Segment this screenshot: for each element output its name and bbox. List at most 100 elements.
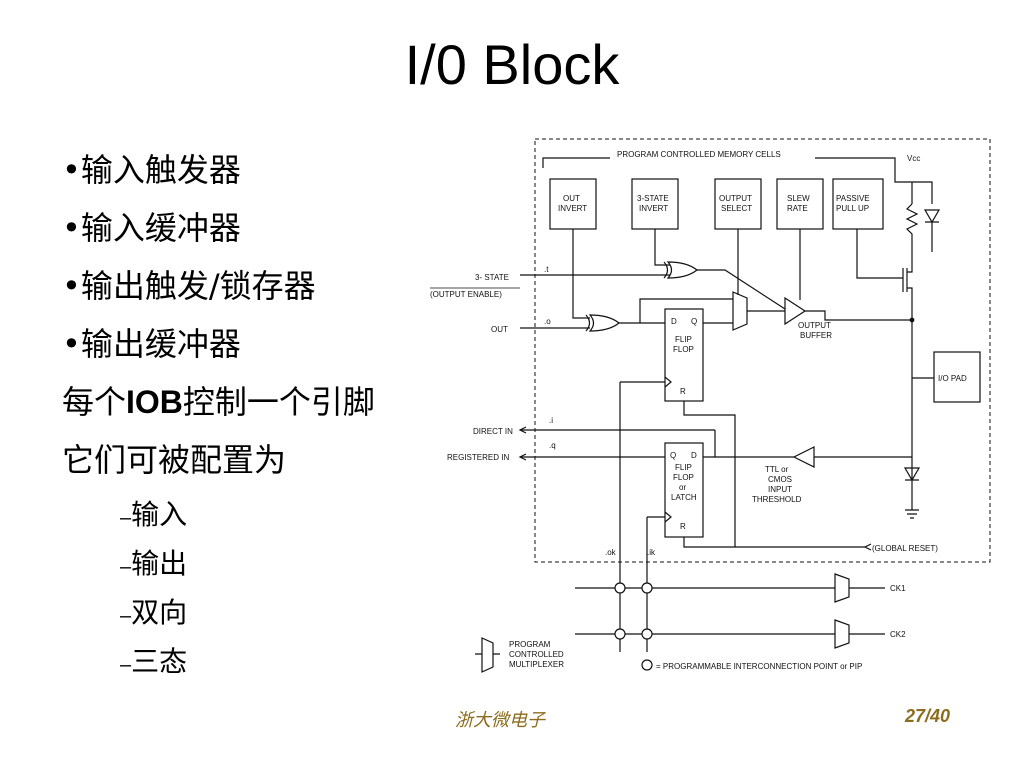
output-flip-flop: D Q FLIP FLOP R bbox=[664, 308, 704, 402]
registered-in-arrow bbox=[518, 453, 527, 461]
reset-wire-bottom bbox=[683, 537, 865, 548]
pip-ck1-ok bbox=[614, 582, 626, 594]
bullet-item: •输入缓冲器 bbox=[62, 209, 241, 247]
svg-text:R: R bbox=[680, 387, 686, 396]
svg-text:Q: Q bbox=[670, 451, 676, 460]
memory-cell-3state-invert: 3-STATE INVERT bbox=[631, 178, 679, 230]
svg-text:3-STATE: 3-STATE bbox=[637, 194, 669, 203]
input-flip-flop: Q D FLIP FLOP or LATCH R bbox=[664, 442, 704, 538]
pullup-resistor bbox=[905, 203, 919, 262]
ttl-label: TTL or bbox=[765, 465, 789, 474]
svg-text:FLOP: FLOP bbox=[673, 345, 694, 354]
signal-ok-label: .ok bbox=[605, 548, 617, 557]
signal-q-label: .q bbox=[549, 441, 556, 450]
io-pad: I/O PAD bbox=[933, 351, 981, 403]
memory-cell-slew-rate: SLEW RATE bbox=[776, 178, 824, 230]
pip-ck2-ok bbox=[614, 628, 626, 640]
svg-text:R: R bbox=[680, 522, 686, 531]
xor-to-mux bbox=[639, 298, 733, 323]
svg-text:I/O PAD: I/O PAD bbox=[938, 374, 967, 383]
ck1-label: CK1 bbox=[890, 584, 906, 593]
svg-text:OUT: OUT bbox=[563, 194, 580, 203]
svg-text:FLIP: FLIP bbox=[675, 335, 692, 344]
svg-text:FLIP: FLIP bbox=[675, 463, 692, 472]
iob-boundary bbox=[534, 138, 991, 563]
dash-mark: – bbox=[120, 605, 132, 627]
svg-text:SLEW: SLEW bbox=[787, 194, 810, 203]
3state-invert-wire bbox=[654, 229, 670, 266]
threshold-label: THRESHOLD bbox=[752, 495, 802, 504]
output-select-mux bbox=[732, 291, 748, 331]
three-state-label: 3- STATE bbox=[475, 273, 509, 282]
dash-mark: – bbox=[120, 654, 132, 676]
pullup-transistor bbox=[856, 229, 913, 320]
input-buffer-triangle bbox=[792, 446, 815, 468]
vcc-rail bbox=[894, 168, 933, 204]
input-label: INPUT bbox=[768, 485, 792, 494]
cmos-label: CMOS bbox=[768, 475, 792, 484]
svg-text:D: D bbox=[691, 451, 697, 460]
sub-item-input: –输入 bbox=[120, 498, 375, 547]
iob-pre: 每个 bbox=[62, 383, 127, 421]
iob-schematic: PROGRAM CONTROLLED MEMORY CELLS Vcc OUT … bbox=[430, 138, 991, 673]
out-xor bbox=[585, 314, 620, 332]
registered-in-label: REGISTERED IN bbox=[447, 453, 509, 462]
sub-item-bidirectional: –双向 bbox=[120, 596, 375, 645]
output-buffer-label-2: BUFFER bbox=[800, 331, 832, 340]
svg-text:Q: Q bbox=[691, 317, 697, 326]
ok-wire bbox=[619, 381, 665, 652]
buffer-to-pad bbox=[805, 310, 912, 321]
legend-mux-symbol bbox=[475, 637, 500, 673]
svg-text:PULL UP: PULL UP bbox=[836, 204, 869, 213]
sub-item-label: 输出 bbox=[131, 547, 188, 580]
global-reset-label: (GLOBAL RESET) bbox=[872, 544, 938, 553]
sub-item-tristate: –三态 bbox=[120, 645, 375, 694]
pcm-label-1: PROGRAM bbox=[509, 640, 551, 649]
sub-item-label: 双向 bbox=[131, 596, 188, 629]
config-line: 它们可被配置为 bbox=[62, 441, 287, 479]
ck2-mux bbox=[834, 619, 850, 649]
output-buffer-label: OUTPUT bbox=[798, 321, 831, 330]
dash-mark: – bbox=[120, 507, 132, 529]
svg-text:RATE: RATE bbox=[787, 204, 808, 213]
bullet-item: •输入触发器 bbox=[62, 151, 241, 189]
pip-ck1-ik bbox=[641, 582, 653, 594]
vcc-label: Vcc bbox=[907, 154, 920, 163]
pip-legend-label: = PROGRAMMABLE INTERCONNECTION POINT or … bbox=[656, 662, 862, 671]
pcm-label-2: CONTROLLED bbox=[509, 650, 564, 659]
ck1-mux bbox=[834, 573, 850, 603]
signal-i-label: .i bbox=[549, 416, 553, 425]
svg-text:SELECT: SELECT bbox=[721, 204, 752, 213]
direct-in-label: DIRECT IN bbox=[473, 427, 513, 436]
footer-organization: 浙大微电子 bbox=[455, 710, 545, 731]
bullet-item: •输出缓冲器 bbox=[62, 325, 241, 363]
out-label: OUT bbox=[491, 325, 508, 334]
reset-arrow bbox=[863, 543, 872, 551]
svg-text:or: or bbox=[679, 483, 686, 492]
ck2-label: CK2 bbox=[890, 630, 906, 639]
slide-title: I/0 Block bbox=[404, 33, 620, 96]
signal-t-label: .t bbox=[544, 265, 549, 274]
memory-cells-brace bbox=[542, 157, 896, 168]
svg-text:FLOP: FLOP bbox=[673, 473, 694, 482]
direct-in-arrow bbox=[518, 426, 527, 434]
signal-o-label: .o bbox=[544, 317, 551, 326]
pcm-label-3: MULTIPLEXER bbox=[509, 660, 564, 669]
reset-wire-top bbox=[683, 401, 736, 547]
dash-mark: – bbox=[120, 556, 132, 578]
out-invert-wire bbox=[572, 229, 590, 319]
memory-cells-label: PROGRAM CONTROLLED MEMORY CELLS bbox=[617, 150, 781, 159]
ground-diode bbox=[903, 467, 921, 482]
3state-to-buffer bbox=[697, 269, 786, 310]
bullet-list: •输入触发器 •输入缓冲器 •输出触发/锁存器 •输出缓冲器 每个IOB控制一个… bbox=[62, 150, 375, 694]
memory-cell-passive-pullup: PASSIVE PULL UP bbox=[832, 178, 884, 230]
page-number: 27/40 bbox=[905, 706, 951, 726]
svg-text:LATCH: LATCH bbox=[671, 493, 697, 502]
input-to-lines bbox=[703, 430, 794, 458]
ground-symbol bbox=[905, 509, 919, 519]
sub-item-label: 三态 bbox=[131, 645, 188, 678]
legend-pip-circle bbox=[641, 659, 653, 671]
sub-item-output: –输出 bbox=[120, 547, 375, 596]
sub-item-label: 输入 bbox=[131, 498, 188, 531]
memory-cell-output-select: OUTPUT SELECT bbox=[714, 178, 762, 230]
